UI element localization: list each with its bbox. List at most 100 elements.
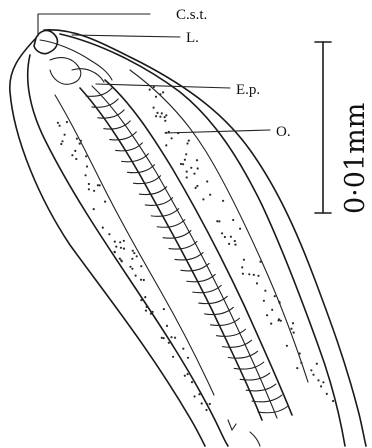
scale-bar-label: 0·01mm: [340, 103, 371, 214]
striation: [246, 384, 276, 391]
scale-bar: 0·01mm: [315, 42, 371, 214]
stipple-dot: [93, 208, 95, 210]
stipple-dot: [224, 236, 226, 238]
stipple-dot: [165, 144, 167, 146]
stipple-dot: [316, 363, 318, 365]
stipple-dot: [193, 173, 195, 175]
bottom-mark-2: [250, 432, 260, 446]
stipple-dot: [133, 252, 135, 254]
striation: [145, 198, 172, 206]
stipple-dot: [293, 332, 295, 334]
stipple-dot: [196, 185, 198, 187]
stipple-dot: [75, 158, 77, 160]
stipple-dot: [270, 323, 272, 325]
stipple-dot: [104, 201, 106, 203]
stipple-dot: [202, 198, 204, 200]
stipple-dot: [123, 240, 125, 242]
stipple-dot: [145, 310, 147, 312]
stipple-dot: [119, 241, 121, 243]
stipple-dot: [85, 174, 87, 176]
stipple-dot: [119, 258, 121, 260]
stipple-dot: [159, 93, 161, 95]
stipple-dot: [300, 362, 302, 364]
stippling: [57, 86, 334, 411]
stipple-dot: [123, 248, 125, 250]
label-o: O.: [276, 124, 291, 140]
stipple-dot: [185, 153, 187, 155]
stipple-dot: [292, 322, 294, 324]
stipple-dot: [162, 91, 164, 93]
stipple-dot: [140, 299, 142, 301]
stipple-dot: [263, 300, 265, 302]
stipple-dot: [88, 188, 90, 190]
stipple-dot: [278, 318, 280, 320]
stipple-dot: [85, 155, 87, 157]
stipple-dot: [248, 273, 250, 275]
stipple-dot: [182, 348, 184, 350]
stipple-dot: [279, 302, 281, 304]
stipple-dot: [120, 247, 122, 249]
stipple-dot: [187, 373, 189, 375]
stipple-dot: [152, 311, 154, 313]
stipple-dot: [257, 275, 259, 277]
stipple-dot: [209, 403, 211, 405]
stipple-dot: [196, 159, 198, 161]
stipple-dot: [164, 116, 166, 118]
stipple-dot: [86, 165, 88, 167]
anterior-fold: [50, 58, 81, 85]
stipple-dot: [144, 296, 146, 298]
stipple-dot: [161, 112, 163, 114]
stipple-dot: [186, 142, 188, 144]
stipple-dot: [266, 314, 268, 316]
stipple-dot: [164, 120, 166, 122]
stipple-dot: [80, 140, 82, 142]
stipple-dot: [59, 125, 61, 127]
stipple-dot: [190, 167, 192, 169]
stipple-dot: [132, 250, 134, 252]
stipple-dot: [131, 268, 133, 270]
stipple-dot: [155, 96, 157, 98]
stipple-dot: [230, 236, 232, 238]
stipple-dot: [135, 275, 137, 277]
stipple-dot: [234, 244, 236, 246]
stipple-dot: [243, 259, 245, 261]
striation: [163, 231, 191, 239]
bottom-mark: [228, 420, 236, 430]
stipple-dot: [115, 246, 117, 248]
stipple-dot: [290, 328, 292, 330]
stipple-dot: [209, 194, 211, 196]
stipple-dot: [71, 154, 73, 156]
stipple-dot: [256, 282, 258, 284]
stipple-dot: [64, 134, 66, 136]
stipple-dot: [182, 163, 184, 165]
stipple-dot: [197, 167, 199, 169]
stipple-dot: [165, 114, 167, 116]
stipple-dot: [239, 228, 241, 230]
inner-wall-left: [28, 55, 228, 446]
stipple-dot: [184, 159, 186, 161]
stipple-dot: [150, 313, 152, 315]
stipple-dot: [187, 357, 189, 359]
stipple-dot: [206, 180, 208, 182]
stipple-dot: [205, 409, 207, 411]
striation: [252, 395, 282, 402]
stipple-dot: [159, 116, 161, 118]
stipple-dot: [322, 381, 324, 383]
stipple-dot: [102, 227, 104, 229]
stipple-dot: [332, 400, 334, 402]
stipple-dot: [170, 336, 172, 338]
label-ep: E.p.: [236, 82, 260, 98]
stipple-dot: [232, 219, 234, 221]
outer-cuticle-right: [44, 30, 366, 446]
striation: [86, 88, 112, 96]
striation: [169, 242, 197, 250]
striation: [175, 252, 203, 259]
stipple-dot: [171, 137, 173, 139]
stipple-dot: [143, 279, 145, 281]
stipple-dot: [195, 187, 197, 189]
striation: [151, 209, 179, 217]
stipple-dot: [174, 337, 176, 339]
striation: [122, 154, 149, 162]
stipple-dot: [120, 259, 122, 261]
stipple-dot: [188, 140, 190, 142]
